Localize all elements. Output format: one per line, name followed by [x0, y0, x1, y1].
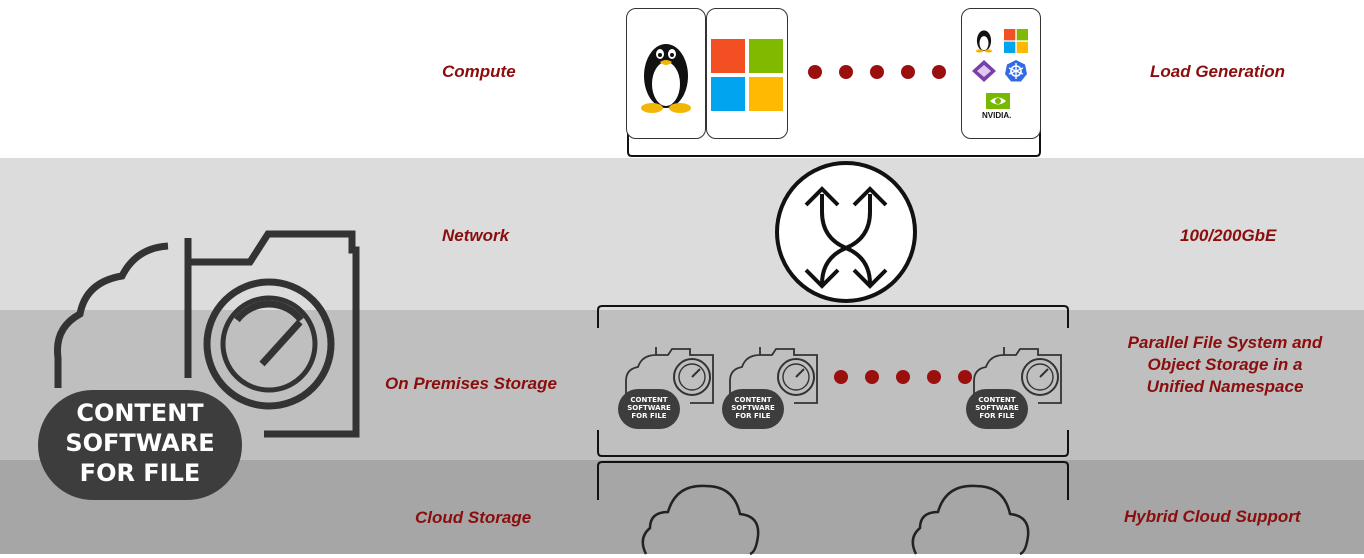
- ellipsis-dot: [865, 370, 879, 384]
- ellipsis-dot: [834, 370, 848, 384]
- node-logo-line: CONTENT: [630, 396, 668, 404]
- cloud-icon: [911, 484, 1030, 556]
- ellipsis-dot: [896, 370, 910, 384]
- nvidia-wordmark: NVIDIA.: [982, 111, 1012, 120]
- ellipsis-dot: [958, 370, 972, 384]
- logo-text: CONTENT SOFTWARE FOR FILE: [38, 398, 242, 488]
- mixed-node-card: NVIDIA.: [961, 8, 1041, 139]
- storage-description-line: Unified Namespace: [1146, 377, 1304, 396]
- ellipsis-dot: [808, 65, 822, 79]
- network-description: 100/200GbE: [1180, 226, 1277, 245]
- logo-line: CONTENT: [76, 399, 204, 427]
- ellipsis-dot: [927, 370, 941, 384]
- ellipsis-dot: [901, 65, 915, 79]
- storage-description: Parallel File System and Object Storage …: [1100, 332, 1350, 398]
- node-logo-text: CONTENT SOFTWARE FOR FILE: [618, 396, 680, 420]
- cloud-label: Cloud Storage: [415, 508, 532, 527]
- node-logo-line: FOR FILE: [735, 412, 771, 420]
- node-logo-line: SOFTWARE: [627, 404, 671, 412]
- ellipsis-dot: [932, 65, 946, 79]
- storage-description-line: Parallel File System and: [1127, 333, 1323, 352]
- logo-line: SOFTWARE: [65, 429, 215, 457]
- compute-description: Load Generation: [1150, 62, 1286, 81]
- linux-penguin-icon: [641, 44, 691, 113]
- storage-node-3: CONTENT SOFTWARE FOR FILE: [966, 345, 1066, 429]
- node-logo-text: CONTENT SOFTWARE FOR FILE: [722, 396, 784, 420]
- mini-windows-icon: [1004, 29, 1028, 53]
- node-logo-line: FOR FILE: [631, 412, 667, 420]
- network-label: Network: [442, 226, 510, 245]
- node-logo-graphic: [618, 347, 714, 429]
- node-logo-text: CONTENT SOFTWARE FOR FILE: [966, 396, 1028, 420]
- content-software-logo: CONTENT SOFTWARE FOR FILE: [18, 198, 368, 503]
- compute-label: Compute: [442, 62, 516, 81]
- diamond-icon: [972, 60, 996, 82]
- cloud-description: Hybrid Cloud Support: [1124, 507, 1301, 526]
- compute-ellipsis: [808, 65, 946, 79]
- node-logo-graphic: [722, 347, 818, 429]
- cloud-icon: [641, 484, 760, 556]
- ellipsis-dot: [870, 65, 884, 79]
- mini-linux-icon: [975, 30, 993, 53]
- nvidia-icon: [986, 93, 1010, 109]
- node-logo-line: SOFTWARE: [731, 404, 775, 412]
- node-logo-graphic: [966, 347, 1062, 429]
- ellipsis-dot: [839, 65, 853, 79]
- storage-description-line: Object Storage in a: [1147, 355, 1303, 374]
- logo-graphic: [38, 230, 360, 500]
- node-logo-line: SOFTWARE: [975, 404, 1019, 412]
- node-logo-line: FOR FILE: [979, 412, 1015, 420]
- storage-ellipsis: [834, 370, 972, 384]
- logo-line: FOR FILE: [79, 459, 201, 487]
- network-band: [0, 158, 1364, 310]
- node-logo-line: CONTENT: [978, 396, 1016, 404]
- storage-label: On Premises Storage: [385, 374, 557, 393]
- windows-icon: [711, 39, 783, 111]
- linux-node-card: [626, 8, 706, 139]
- storage-node-1: CONTENT SOFTWARE FOR FILE: [618, 345, 718, 429]
- storage-node-2: CONTENT SOFTWARE FOR FILE: [722, 345, 822, 429]
- windows-node-card: [706, 8, 788, 139]
- kubernetes-icon: [1005, 60, 1027, 82]
- node-logo-line: CONTENT: [734, 396, 772, 404]
